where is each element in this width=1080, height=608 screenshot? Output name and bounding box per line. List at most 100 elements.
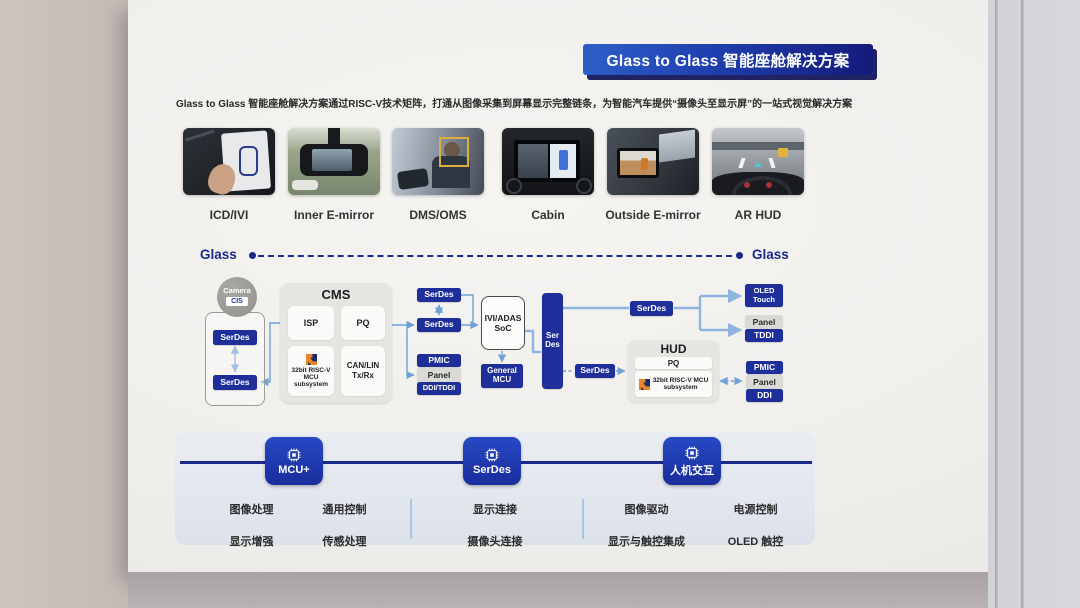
scenario-photo-inner-emirror bbox=[288, 128, 380, 195]
chip-icon bbox=[287, 448, 301, 461]
feature-item: 显示与触控集成 bbox=[608, 536, 685, 548]
pq-box: PQ bbox=[341, 306, 385, 340]
wall-bottom bbox=[128, 572, 990, 608]
feature-divider bbox=[410, 499, 412, 539]
emirror-screen bbox=[312, 149, 352, 171]
serdes-box-camera-bottom: SerDes bbox=[213, 375, 257, 390]
camera-view bbox=[518, 144, 548, 178]
scenario-label-icd-ivi: ICD/IVI bbox=[209, 208, 249, 222]
panel-box-hud: Panel bbox=[746, 375, 783, 388]
pillar-label-mcu: MCU+ bbox=[278, 463, 310, 476]
riscv-logo-icon bbox=[305, 354, 317, 365]
hud-sign-icon bbox=[778, 148, 788, 157]
wall-left bbox=[0, 0, 136, 608]
camera-label: Camera bbox=[223, 286, 251, 295]
car-topview-icon bbox=[239, 146, 258, 176]
chip-icon bbox=[685, 446, 699, 459]
serdes-box-hud: SerDes bbox=[575, 364, 615, 378]
scenario-photo-outside-emirror bbox=[607, 128, 699, 195]
panel-box-display: Panel bbox=[745, 315, 783, 328]
driver-head bbox=[444, 142, 460, 158]
hud-riscv-mcu-box: 32bit RISC-V MCU subsystem bbox=[635, 371, 712, 397]
car-icon bbox=[559, 150, 568, 170]
panel-seam bbox=[995, 0, 998, 608]
ivi-adas-soc-box: IVI/ADAS SoC bbox=[481, 296, 525, 350]
glass-dot-right bbox=[736, 252, 743, 259]
scenario-photo-icd-ivi bbox=[183, 128, 275, 195]
scenario-label-ar-hud: AR HUD bbox=[734, 208, 782, 222]
camera-serdes-container bbox=[205, 312, 265, 406]
cis-badge: CIS bbox=[226, 297, 248, 306]
hud-title: HUD bbox=[660, 342, 687, 356]
feature-item: 通用控制 bbox=[322, 504, 367, 516]
oled-touch-box: OLED Touch bbox=[745, 284, 783, 307]
feature-item: 传感处理 bbox=[322, 536, 367, 548]
pillar-chip-mcu: MCU+ bbox=[265, 437, 323, 485]
car-below bbox=[292, 180, 318, 190]
feature-item: 图像驱动 bbox=[624, 504, 669, 516]
pillar-label-serdes: SerDes bbox=[473, 463, 511, 476]
glass-label-left: Glass bbox=[200, 247, 237, 262]
tddi-box-display: TDDI bbox=[745, 329, 783, 342]
serdes-box-mid-top: SerDes bbox=[417, 288, 461, 302]
riscv-logo-icon bbox=[638, 378, 650, 390]
feature-item: 图像处理 bbox=[229, 504, 274, 516]
feature-item: 显示增强 bbox=[229, 536, 274, 548]
glass-label-right: Glass bbox=[752, 247, 789, 262]
hud-pq-box: PQ bbox=[635, 357, 712, 369]
gauge-right bbox=[766, 182, 772, 188]
scenario-label-outside-emirror: Outside E-mirror bbox=[605, 208, 701, 222]
emirror-display bbox=[620, 151, 656, 175]
scenario-photo-cabin bbox=[502, 128, 594, 195]
cms-riscv-mcu-label: 32bit RISC-V MCU subsystem bbox=[291, 367, 331, 388]
page-title: Glass to Glass 智能座舱解决方案 bbox=[606, 52, 850, 70]
pmic-box-mid: PMIC bbox=[417, 354, 461, 367]
chip-icon bbox=[485, 448, 499, 461]
mirror-mount bbox=[328, 128, 340, 144]
wall-panel-right bbox=[988, 0, 1080, 608]
feature-item: OLED 触控 bbox=[727, 536, 784, 548]
feature-item: 显示连接 bbox=[473, 504, 517, 516]
camera-node: Camera CIS bbox=[217, 277, 257, 317]
glass-dotted-line bbox=[258, 255, 732, 257]
hud-chevron-icon bbox=[754, 162, 762, 167]
panel-box-mid: Panel bbox=[417, 368, 461, 381]
scenario-label-cabin: Cabin bbox=[531, 208, 565, 222]
title-banner: Glass to Glass 智能座舱解决方案 bbox=[583, 44, 873, 75]
pillar-chip-hmi: 人机交互 bbox=[663, 437, 721, 485]
scenario-photo-ar-hud bbox=[712, 128, 804, 195]
general-mcu-box: General MCU bbox=[481, 364, 523, 388]
feature-group-serdes: 显示连接 摄像头连接 bbox=[445, 501, 545, 549]
feature-item: 摄像头连接 bbox=[467, 536, 523, 548]
feature-divider bbox=[582, 499, 584, 539]
scenario-photo-dms-oms bbox=[392, 128, 484, 195]
scenario-label-inner-emirror: Inner E-mirror bbox=[293, 208, 374, 222]
hud-riscv-mcu-label: 32bit RISC-V MCU subsystem bbox=[652, 377, 709, 391]
isp-box: ISP bbox=[288, 306, 334, 340]
pedestrian bbox=[641, 158, 648, 170]
pillar-label-hmi: 人机交互 bbox=[670, 464, 714, 477]
cms-riscv-mcu-box: 32bit RISC-V MCU subsystem bbox=[288, 346, 334, 396]
driver-torso bbox=[432, 156, 470, 188]
mountains bbox=[712, 142, 804, 150]
feature-group-hmi: 图像驱动 电源控制 显示与触控集成 OLED 触控 bbox=[605, 501, 797, 549]
ddi-tddi-box-mid: DDI/TDDI bbox=[417, 382, 461, 395]
serdes-box-display: SerDes bbox=[630, 301, 673, 316]
glass-dot-left bbox=[249, 252, 256, 259]
feature-group-mcu: 图像处理 通用控制 显示增强 传感处理 bbox=[218, 501, 378, 549]
knob-right bbox=[576, 178, 592, 194]
pillar-chip-serdes: SerDes bbox=[463, 437, 521, 485]
canlin-box: CAN/LIN Tx/Rx bbox=[341, 346, 385, 396]
gauge-left bbox=[744, 182, 750, 188]
panel-seam bbox=[1021, 0, 1024, 608]
knob-left bbox=[506, 178, 522, 194]
ddi-box-hud: DDI bbox=[746, 389, 783, 402]
cms-title: CMS bbox=[321, 287, 351, 302]
scenario-label-dms-oms: DMS/OMS bbox=[409, 208, 467, 222]
subtitle-text: Glass to Glass 智能座舱解决方案通过RISC-V技术矩阵，打通从图… bbox=[176, 99, 853, 110]
feature-item: 电源控制 bbox=[733, 504, 778, 516]
pmic-box-hud: PMIC bbox=[746, 361, 783, 374]
face-detection-box bbox=[439, 137, 469, 167]
